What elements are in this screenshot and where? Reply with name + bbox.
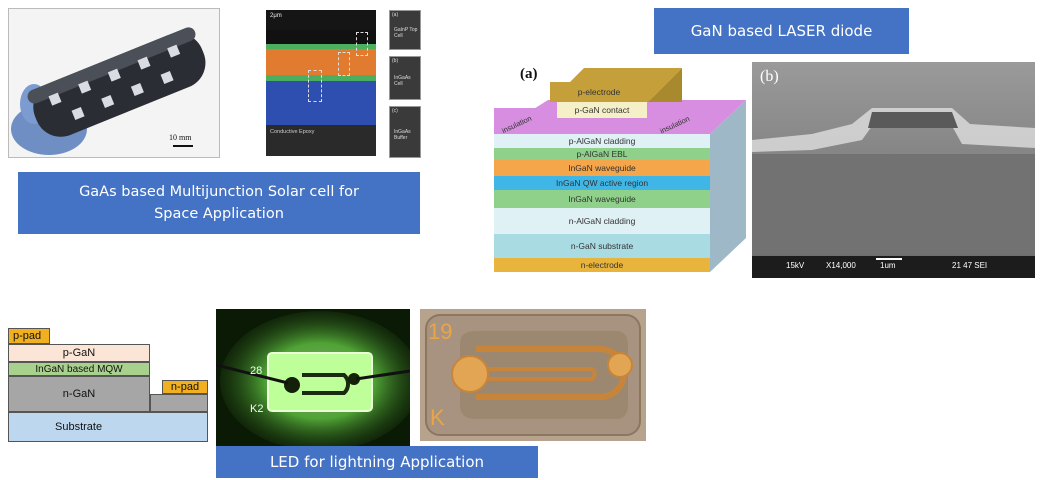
solar-sem-cross-section: 2μm Conductive Epoxy	[266, 10, 376, 156]
laser-panel-a-label: (a)	[520, 66, 538, 82]
chip-mark-number: 19	[428, 319, 453, 344]
sem-code: 21 47 SEI	[952, 261, 988, 270]
laser-sem-ridge	[752, 108, 1035, 278]
laser-layer-n-electrode: n-electrode	[494, 258, 710, 272]
solar-photo-scale: 10 mm	[169, 133, 192, 142]
led-glow-image	[216, 311, 410, 447]
laser-layer-ingan-waveguide-bottom: InGaN waveguide	[494, 190, 710, 208]
led-mqw: InGaN based MQW	[8, 362, 150, 376]
insulation-right-label: insulation	[658, 114, 692, 136]
laser-layer-p-electrode: p-electrode	[550, 82, 648, 102]
solar-sem-scale: 2μm	[270, 13, 282, 19]
sem-scale: 1um	[880, 261, 896, 270]
led-n-gan-step	[150, 394, 208, 412]
solar-caption: GaAs based Multijunction Solar cell for …	[18, 172, 420, 234]
laser-layer-p-algan-cladding: p-AlGaN cladding	[494, 134, 710, 148]
laser-caption: GaN based LASER diode	[654, 8, 909, 54]
inset-b-label: (b)	[392, 58, 399, 64]
led-structure-diagram: p-pad p-GaN InGaN based MQW n-GaN n-pad …	[8, 328, 210, 444]
laser-sem-image: (b) 15kV X14,000 1um 21 47 SEI	[752, 62, 1035, 278]
insulation-left-label: insulation	[500, 113, 533, 136]
led-n-gan: n-GaN	[8, 376, 150, 412]
solar-inset-a: (a) GaInP Top Cell	[389, 10, 421, 50]
inset-c-text: InGaAs Buffer	[394, 129, 411, 141]
insulation-left: insulation	[494, 108, 550, 136]
inset-a-label: (a)	[392, 12, 399, 18]
laser-layer-ingan-qw: InGaN QW active region	[494, 176, 710, 190]
inset-b-text: InGaAs Cell	[394, 75, 411, 87]
led-chip-layout	[425, 314, 641, 436]
chip-mark-letter: K	[430, 405, 445, 430]
laser-layer-ingan-waveguide-top: InGaN waveguide	[494, 160, 710, 176]
led-chip-photo: 19 K	[420, 309, 646, 441]
led-photo-mark-1: 28	[250, 365, 263, 377]
laser-caption-text: GaN based LASER diode	[690, 22, 873, 40]
solar-sem-footer: Conductive Epoxy	[270, 129, 315, 135]
solar-caption-line1: GaAs based Multijunction Solar cell for	[79, 184, 359, 200]
laser-layer-n-gan-substrate: n-GaN substrate	[494, 234, 710, 258]
laser-layer-n-algan-cladding: n-AlGaN cladding	[494, 208, 710, 234]
laser-panel-b-label: (b)	[760, 68, 779, 85]
led-photo-mark-2: K2	[250, 403, 264, 415]
solar-cell-photo: 10 mm	[8, 8, 220, 158]
led-p-gan: p-GaN	[8, 344, 150, 362]
led-n-pad: n-pad	[162, 380, 208, 394]
led-emission-photo: 28 K2	[216, 309, 410, 447]
solar-inset-c: (c) InGaAs Buffer	[389, 106, 421, 158]
laser-layer-label-1: p-GaN contact	[574, 105, 630, 115]
solar-photo-scale-bar	[173, 145, 193, 147]
laser-layer-p-algan-ebl: p-AlGaN EBL	[494, 148, 710, 160]
sem-voltage: 15kV	[786, 261, 805, 270]
inset-c-label: (c)	[392, 108, 398, 114]
led-p-pad: p-pad	[8, 328, 50, 344]
sem-magnification: X14,000	[826, 261, 856, 270]
led-caption-text: LED for lightning Application	[269, 453, 485, 471]
flexible-solar-cell-image	[11, 27, 206, 155]
solar-inset-b: (b) InGaAs Cell	[389, 56, 421, 100]
insulation-right: insulation	[648, 108, 710, 136]
laser-layer-p-gan-contact: p-GaN contact	[554, 102, 650, 118]
sem-scale-bar	[876, 258, 902, 260]
laser-layer-label-0: p-electrode	[577, 87, 621, 97]
led-substrate: Substrate	[8, 412, 208, 442]
solar-caption-line2: Space Application	[154, 206, 284, 222]
led-caption: LED for lightning Application	[216, 446, 538, 478]
laser-structure-diagram: (a) insulation insulation p-electrode p-…	[488, 62, 750, 278]
inset-a-text: GaInP Top Cell	[394, 27, 418, 39]
solar-green-layer	[266, 44, 376, 49]
laser-layer-stack: p-AlGaN cladding p-AlGaN EBL InGaN waveg…	[494, 134, 710, 272]
